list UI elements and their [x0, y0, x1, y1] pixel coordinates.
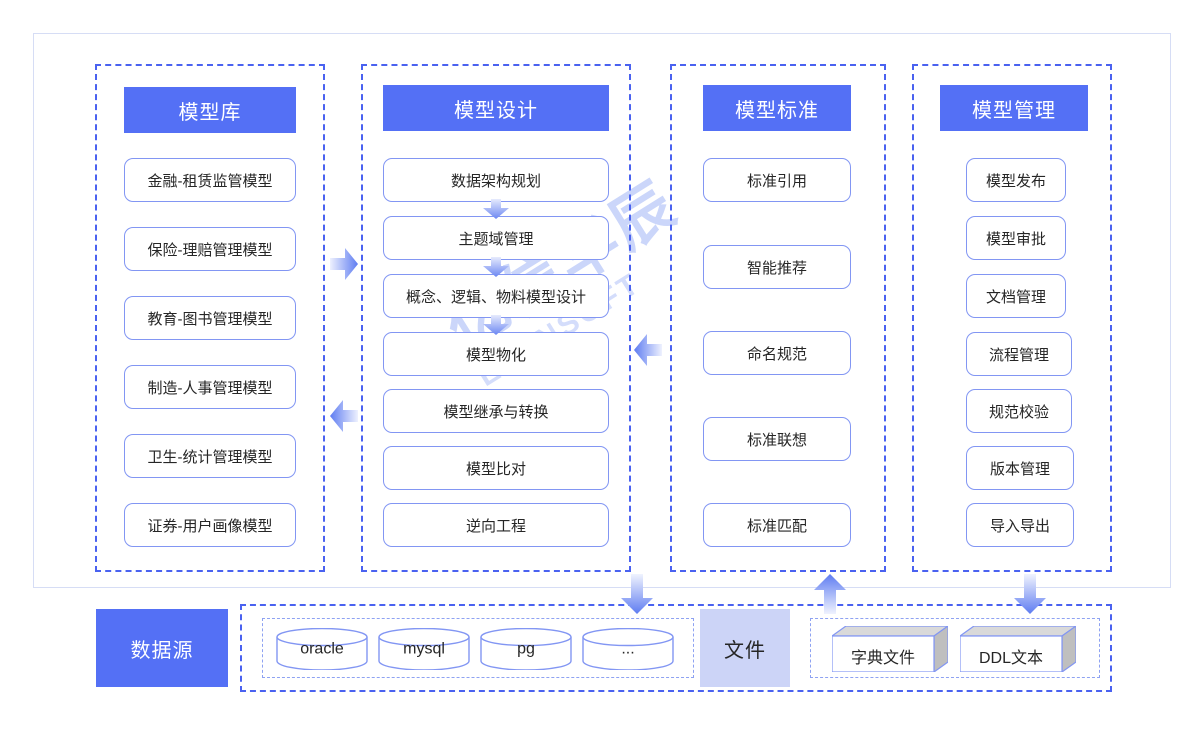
- node-model-management-2[interactable]: 文档管理: [966, 274, 1066, 318]
- node-model-design-2[interactable]: 概念、逻辑、物料模型设计: [383, 274, 609, 318]
- node-model-standard-3[interactable]: 标准联想: [703, 417, 851, 461]
- node-model-library-4[interactable]: 卫生-统计管理模型: [124, 434, 296, 478]
- column-model-design: [361, 64, 631, 572]
- arrow-design-to-datasource-icon: [621, 574, 653, 614]
- database-label: pg: [517, 640, 535, 658]
- column-header-model-library: 模型库: [124, 87, 296, 133]
- column-header-model-design: 模型设计: [383, 85, 609, 131]
- flow-arrow-design-3: [483, 315, 509, 335]
- column-model-management: [912, 64, 1112, 572]
- node-model-design-0[interactable]: 数据架构规划: [383, 158, 609, 202]
- cylinder-icon: [582, 627, 674, 671]
- box-3d-icon: [958, 624, 1078, 674]
- node-model-design-6[interactable]: 逆向工程: [383, 503, 609, 547]
- box-3d-icon: [830, 624, 950, 674]
- database-mysql[interactable]: mysql: [378, 627, 470, 671]
- file-label: 字典文件: [850, 650, 915, 667]
- flow-arrow-design-2: [483, 257, 509, 277]
- node-model-management-6[interactable]: 导入导出: [966, 503, 1074, 547]
- column-header-model-management: 模型管理: [940, 85, 1088, 131]
- file-label: DDL文本: [978, 650, 1043, 667]
- file-badge: 文件: [700, 609, 790, 687]
- database-label: oracle: [300, 640, 344, 658]
- node-model-design-1[interactable]: 主题域管理: [383, 216, 609, 260]
- cylinder-icon: [276, 627, 368, 671]
- node-model-library-5[interactable]: 证券-用户画像模型: [124, 503, 296, 547]
- node-model-standard-1[interactable]: 智能推荐: [703, 245, 851, 289]
- database-oracle[interactable]: oracle: [276, 627, 368, 671]
- node-model-management-3[interactable]: 流程管理: [966, 332, 1072, 376]
- file-dictionary[interactable]: 字典文件: [830, 624, 950, 674]
- flow-arrow-design-1: [483, 199, 509, 219]
- arrow-file-to-standard-icon: [814, 574, 846, 614]
- node-model-design-3[interactable]: 模型物化: [383, 332, 609, 376]
- database-more[interactable]: ...: [582, 627, 674, 671]
- node-model-standard-4[interactable]: 标准匹配: [703, 503, 851, 547]
- arrow-standard-to-design-icon: [634, 334, 662, 366]
- column-header-model-standard: 模型标准: [703, 85, 851, 131]
- database-pg[interactable]: pg: [480, 627, 572, 671]
- cylinder-icon: [378, 627, 470, 671]
- node-model-standard-2[interactable]: 命名规范: [703, 331, 851, 375]
- node-model-management-0[interactable]: 模型发布: [966, 158, 1066, 202]
- database-label: ...: [621, 640, 635, 658]
- file-ddl-text[interactable]: DDL文本: [958, 624, 1078, 674]
- arrow-library-to-design-icon: [330, 248, 358, 280]
- databases-dashed-region: [262, 618, 694, 678]
- node-model-standard-0[interactable]: 标准引用: [703, 158, 851, 202]
- column-model-standard: [670, 64, 886, 572]
- datasource-badge: 数据源: [96, 609, 228, 687]
- arrow-management-to-file-icon: [1014, 574, 1046, 614]
- node-model-library-3[interactable]: 制造-人事管理模型: [124, 365, 296, 409]
- bottom-outer-dashed-region: [240, 604, 1112, 692]
- node-model-management-1[interactable]: 模型审批: [966, 216, 1066, 260]
- outer-frame: [33, 33, 1171, 588]
- node-model-management-5[interactable]: 版本管理: [966, 446, 1074, 490]
- node-model-design-5[interactable]: 模型比对: [383, 446, 609, 490]
- arrow-design-to-library-icon: [330, 400, 358, 432]
- database-label: mysql: [403, 640, 445, 658]
- files-dashed-region: [810, 618, 1100, 678]
- column-model-library: [95, 64, 325, 572]
- node-model-library-2[interactable]: 教育-图书管理模型: [124, 296, 296, 340]
- node-model-library-0[interactable]: 金融-租赁监管模型: [124, 158, 296, 202]
- node-model-design-4[interactable]: 模型继承与转换: [383, 389, 609, 433]
- node-model-library-1[interactable]: 保险-理赔管理模型: [124, 227, 296, 271]
- node-model-management-4[interactable]: 规范校验: [966, 389, 1072, 433]
